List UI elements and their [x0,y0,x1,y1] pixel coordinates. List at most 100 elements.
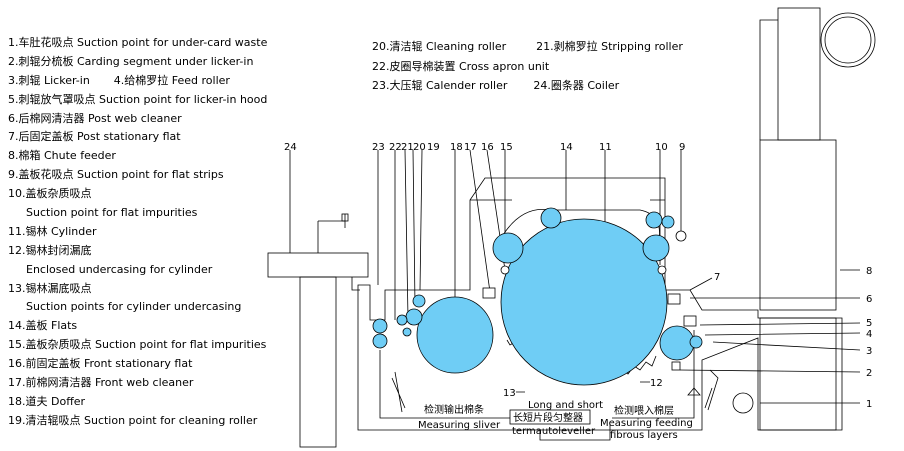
machine-frame [357,177,843,431]
legend-item: 7.后固定盖板 Post stationary flat [8,130,181,144]
coiler-clamp [341,213,349,222]
callout-15: 15 [500,142,513,153]
callout-21: 21 [401,142,414,153]
control-left-en: Measuring sliver [418,420,501,431]
legend-item-part: 24.圈条器 Coiler [533,79,620,92]
legend-item: 11.锡林 Cylinder [8,224,97,238]
legend-item-part: 23.大压辊 Calender roller [372,79,508,92]
coiler-head [267,252,369,278]
callout-4: 4 [866,329,872,340]
legend-item: Suction points for cylinder undercasing [26,300,242,314]
control-line-left [379,350,510,419]
sensor-arrow [687,387,701,396]
callout-12: 12 [650,378,663,389]
legend-item-part: 21.剥棉罗拉 Stripping roller [536,40,683,53]
stripping-roller [405,308,423,326]
front-flat-point [500,265,510,275]
legend-item: 5.刺辊放气罩吸点 Suction point for licker-in ho… [8,92,268,106]
chute-feeder [759,139,837,311]
coiler-stand [299,276,337,448]
control-center-cn: 长短片段匀整器 [513,411,583,424]
legend-item: Suction point for flat impurities [26,206,198,220]
callout-10: 10 [655,142,668,153]
legend-item: 2.刺辊分梳板 Carding segment under licker-in [8,54,254,68]
legend-item: 14.盖板 Flats [8,319,78,333]
callout-9: 9 [679,142,685,153]
callout-3: 3 [866,346,872,357]
cylinder-roller [500,218,668,386]
licker-in-segment [671,361,681,371]
callout-11: 11 [599,142,612,153]
fan-inner [824,16,872,64]
legend-item: 10.盖板杂质吸点 [8,187,92,201]
callout-19: 19 [427,142,440,153]
legend-top: 20.清洁辊 Cleaning roller 21.剥棉罗拉 Stripping … [372,37,683,96]
callout-1: 1 [866,399,872,410]
legend-item-part: 20.清洁辊 Cleaning roller [372,40,507,53]
post-flat-point [657,265,667,275]
legend-item: 19.清洁辊吸点 Suction point for cleaning roll… [8,413,258,427]
waste-box-right [704,369,719,411]
legend-item: 22.皮圈导棉装置 Cross apron unit [372,59,550,73]
chute-lower [759,317,837,431]
calender-roller-top [372,318,388,334]
flat-suction-point [675,230,687,242]
calender-roller-bottom [372,333,388,349]
callout-2: 2 [866,368,872,379]
callout-24: 24 [284,142,297,153]
fan-housing [820,12,876,68]
legend-item: 23.大压辊 Calender roller 24.圈条器 Coiler [372,76,683,96]
callout-8: 8 [866,266,872,277]
control-line-right [612,330,695,419]
control-line-bottom [539,424,611,441]
chute-feeder-top [777,7,821,141]
flat-roller-right [642,234,670,262]
feed-roller [689,335,703,349]
callout-18: 18 [450,142,463,153]
legend-item: 18.道夫 Doffer [8,394,86,408]
legend-item: 12.锡林封闭漏底 [8,243,92,257]
callout-5: 5 [866,318,872,329]
control-right-en2: fibrous layers [610,430,678,441]
flat-roller-top-right2 [661,215,675,229]
callout-7: 7 [714,272,720,283]
callout-6: 6 [866,294,872,305]
legend-item-part: 3.刺辊 Licker-in [8,73,90,87]
legend-item: 8.棉箱 Chute feeder [8,149,116,163]
licker-in-roller [659,325,695,361]
legend-item: Enclosed undercasing for cylinder [26,262,213,276]
flat-roller-top [540,207,562,229]
control-center-top: Long and short [528,400,603,411]
callout-13: 13 [503,388,516,399]
waste-box-left [391,371,406,413]
legend-item: 6.后棉网清洁器 Post web cleaner [8,111,182,125]
coiler-hook [351,277,360,291]
waste-suction-duct [732,392,754,414]
legend-item: 1.车肚花吸点 Suction point for under-card was… [8,36,268,49]
legend-item: 15.盖板杂质吸点 Suction point for flat impurit… [8,338,267,352]
legend-item: 17.前棉网清洁器 Front web cleaner [8,376,194,390]
legend-item: 16.前固定盖板 Front stationary flat [8,357,193,371]
control-left-cn: 检测输出棉条 [424,403,484,416]
cross-apron-roller2 [402,327,412,337]
legend-item-part: 4.给棉罗拉 Feed roller [113,73,230,87]
front-web-cleaner [482,287,496,299]
control-center-bottom: termautoleveller [512,426,596,437]
chute-duct [759,19,778,140]
legend-item: 9.盖板花吸点 Suction point for flat strips [8,168,224,182]
legend-item: 3.刺辊 Licker-in 4.给棉罗拉 Feed roller [8,72,267,91]
legend-left: 1.车肚花吸点 Suction point for under-card was… [8,34,267,431]
licker-in-hood [683,315,697,327]
cleaning-roller [412,294,426,308]
callout-14: 14 [560,142,573,153]
leader-lines [289,149,861,404]
post-web-cleaner [667,293,681,305]
doffer-roller [416,296,494,374]
callout-17: 17 [464,142,477,153]
coiler-arm [317,214,346,253]
callout-16: 16 [481,142,494,153]
flat-roller-left [492,232,524,264]
callout-20: 20 [413,142,426,153]
callout-22: 22 [389,142,402,153]
